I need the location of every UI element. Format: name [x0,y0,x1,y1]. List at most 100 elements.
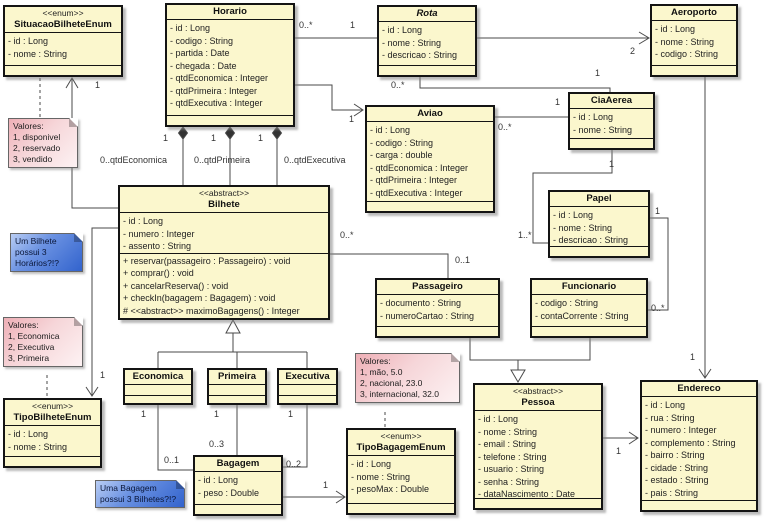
class-name: Economica [132,371,184,382]
class-attribute: - qtdEconomica : Integer [370,162,469,173]
assoc-economica-bagagem [157,405,193,471]
class-attribute: - senha : String [478,476,540,487]
class-attribute: - estado : String [645,475,709,485]
class-operation: + comprar() : void [123,268,194,278]
note-line: Valores: [360,356,391,366]
class-name: Passageiro [412,281,463,292]
class-bagagem: Bagagem- id : Long- peso : Double [193,455,283,516]
multiplicity-label: 1 [323,480,329,490]
class-attributes: - id : Long- nome : String [570,109,653,139]
class-name: TipoBagagemEnum [356,442,446,453]
class-attribute: - pesoMax : Double [351,484,430,494]
class-attribute: - qtdEconomica : Integer [170,73,269,83]
assoc-bilhete-tipobilheteenum [85,227,118,397]
class-header: Aviao [367,107,493,122]
class-operations [532,327,646,336]
class-attribute: - numero : Integer [123,228,195,239]
class-rota: Rota- id : Long- nome : String- descrica… [377,5,477,77]
class-header: <<enum>>TipoBilheteEnum [5,400,100,426]
class-attributes: - id : Long- nome : String [5,33,121,66]
class-name: Endereco [677,383,721,394]
class-header: <<enum>>TipoBagagemEnum [348,430,454,456]
note-line: Valores: [13,121,44,131]
class-economica: Economica [123,368,193,405]
class-attribute: - numero : Integer [645,425,717,435]
class-name: Executiva [285,371,330,382]
multiplicity-label: 0..qtdEconomica [100,155,168,165]
note-connectors [39,78,386,427]
class-header: Passageiro [377,280,498,295]
class-header: Funcionario [532,280,646,295]
class-operations [348,504,454,513]
note-line: 3, Primeira [8,353,50,363]
class-operations [367,202,493,211]
class-executiva: Executiva [277,368,338,405]
class-attribute: - nome : String [553,222,613,233]
class-papel: Papel- id : Long- nome : String- descric… [548,190,650,258]
multiplicity-label: 1 [616,446,622,456]
note-line: 3, vendido [13,154,53,164]
multiplicity-label: 1 [595,68,601,78]
class-attribute: - nome : String [8,441,68,452]
class-attribute: - bairro : String [645,450,705,460]
multiplicity-label: 2 [630,46,636,56]
assoc-executiva-bagagem [283,405,308,468]
class-attributes: - id : Long- nome : String- descricao : … [550,207,648,247]
note-line: 3, internacional, 32.0 [360,389,439,399]
class-header: Primeira [209,370,265,385]
class-attribute: - id : Long [573,112,614,122]
class-tipobagagemenum: <<enum>>TipoBagagemEnum- id : Long- nome… [346,428,456,515]
class-tipobilheteenum: <<enum>>TipoBilheteEnum - id : Long - nome… [3,398,102,468]
class-attributes: - id : Long- codigo : String- carga : do… [367,122,493,202]
multiplicity-label: 1 [100,370,106,380]
class-funcionario: Funcionario- codigo : String- contaCorre… [530,278,648,338]
class-operations [167,116,293,125]
class-name: Bagagem [216,458,260,469]
class-operations [279,396,336,405]
class-attribute: - qtdPrimeira : Integer [370,175,458,185]
generalization-subclasses-bilhete [157,318,308,368]
class-attributes [209,385,265,396]
class-attribute: - contaCorrente : String [535,310,629,321]
class-header: Bagagem [195,457,281,472]
multiplicity-label: 0..* [299,20,313,30]
class-attribute: - carga : double [370,150,433,160]
class-name: Bilhete [208,199,240,210]
multiplicity-label: 0..3 [209,439,225,449]
class-attribute: - numeroCartao : String [380,310,475,321]
class-horario: Horario- id : Long- codigo : String- par… [165,3,295,127]
class-situacaobilheteenum: <<enum>>SituacaoBilheteEnum- id : Long- … [3,5,123,77]
class-operations [379,66,475,75]
class-operation: # <<abstract>> maximoBagagens() : Intege… [123,305,300,316]
assoc-bilhete-passageiro [330,253,449,278]
class-stereotype: <<enum>> [42,8,84,18]
class-attribute: - usuario : String [478,464,545,474]
class-attribute: - telefone : String [478,451,547,462]
class-attribute: - nome : String [8,48,68,59]
note-line: 1, disponivel [13,132,61,142]
class-attribute: - id : Long [123,216,164,226]
class-name: Aviao [417,108,443,119]
class-header: <<abstract>>Pessoa [475,385,601,411]
multiplicity-label: 1 [211,133,217,143]
class-attribute: - documento : String [380,298,462,308]
class-name: TipoBilheteEnum [13,412,92,423]
class-attributes: - id : Long- nome : String- pesoMax : Do… [348,456,454,504]
class-attribute: - qtdPrimeira : Integer [170,85,258,96]
class-header: Papel [550,192,648,207]
class-name: Pessoa [521,397,555,408]
class-attribute: - id : Long [8,429,49,439]
class-attribute: - id : Long [553,210,594,220]
class-name: Aeroporto [671,7,717,18]
class-attribute: - assento : String [123,241,192,251]
assoc-aeroporto-endereco [698,77,712,379]
class-attribute: - id : Long [645,400,686,410]
class-stereotype: <<abstract>> [198,188,250,198]
multiplicity-label: 1 [349,114,355,124]
class-attributes [125,385,191,396]
note-line: 2, nacional, 23.0 [360,378,423,388]
class-name: Rota [416,8,438,19]
class-operations: + reservar(passageiro : Passageiro) : vo… [120,254,328,319]
